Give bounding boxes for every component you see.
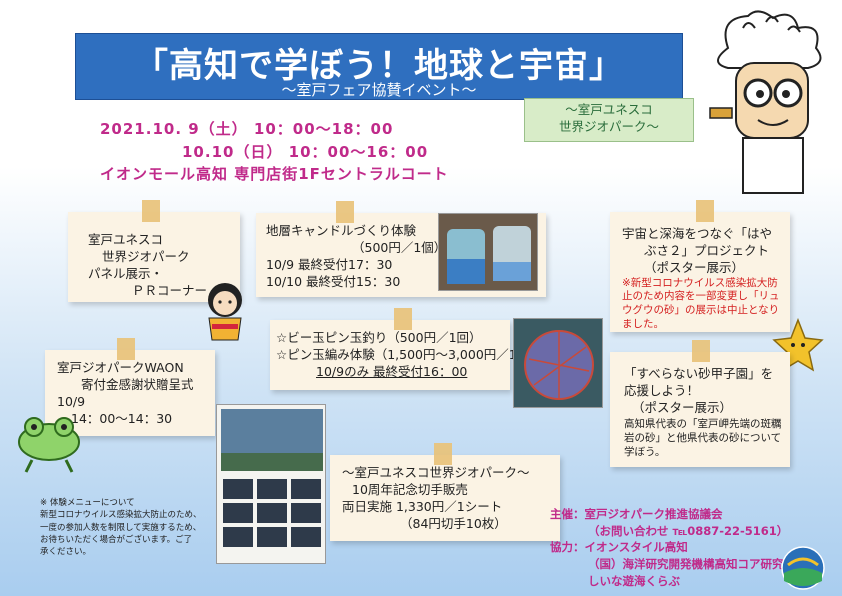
- tape: [692, 340, 710, 362]
- candle-photo: [438, 213, 538, 291]
- geopark-logo-icon: [781, 546, 825, 590]
- tape: [117, 338, 135, 360]
- tape: [696, 200, 714, 222]
- page-title: 「高知で学ぼう！地球と宇宙」: [134, 46, 624, 86]
- professor-mascot-icon: [709, 10, 822, 194]
- page-subtitle: ～室戸フェア協賛イベント～: [281, 81, 477, 99]
- note-biidama-workshop: ☆ビー玉ピン玉釣り（500円／1回） ☆ピン玉編み体験（1,500円～3,000…: [270, 308, 542, 390]
- schedule-day2: 10.10（日） 10：00～16：00: [182, 143, 429, 161]
- tape: [434, 443, 452, 465]
- note-stamp-sale: ～室戸ユネスコ世界ジオパーク～ 10周年記念切手販売 両日実施 1,330円／1…: [330, 443, 560, 541]
- note-koshien-poster: 「すべらない砂甲子園」を 応援しよう！ （ポスター展示） 高知県代表の「室戸岬先…: [610, 340, 790, 467]
- geopark-tag-line2: 世界ジオパーク～: [558, 118, 659, 134]
- tape: [142, 200, 160, 222]
- tape: [336, 201, 354, 223]
- tape: [394, 308, 412, 330]
- geopark-tag: ～室戸ユネスコ 世界ジオパーク～: [524, 98, 694, 142]
- geopark-tag-line1: ～室戸ユネスコ: [565, 102, 653, 117]
- schedule-day1: 2021.10. 9（土） 10：00～18：00: [100, 120, 394, 138]
- girl-mascot-icon: [208, 283, 242, 341]
- organizer-block: 主催：室戸ジオパーク推進協議会 （お問い合わせ ℡0887-22-5161） 協…: [550, 507, 795, 588]
- note-waon-ceremony: 室戸ジオパークWAON 寄付金感謝状贈呈式 10/9 14：00～14：30: [45, 338, 215, 436]
- venue: イオンモール高知 専門店街1Fセントラルコート: [100, 165, 449, 183]
- disclaimer: ※ 体験メニューについて 新型コロナウイルス感染拡大防止のため、 一度の参加人数…: [40, 498, 202, 558]
- title-banner: 「高知で学ぼう！地球と宇宙」 ～室戸フェア協賛イベント～: [75, 33, 683, 100]
- note-panel-exhibit: 室戸ユネスコ 世界ジオパーク パネル展示・ ＰＲコーナー: [68, 200, 240, 302]
- stamp-sheet-image: [216, 404, 326, 564]
- note-hayabusa-project: 宇宙と深海をつなぐ「はや ぶさ２」プロジェクト （ポスター展示） ※新型コロナウ…: [610, 200, 790, 332]
- frog-mascot-icon: [18, 417, 80, 473]
- fishing-float-photo: [513, 318, 603, 408]
